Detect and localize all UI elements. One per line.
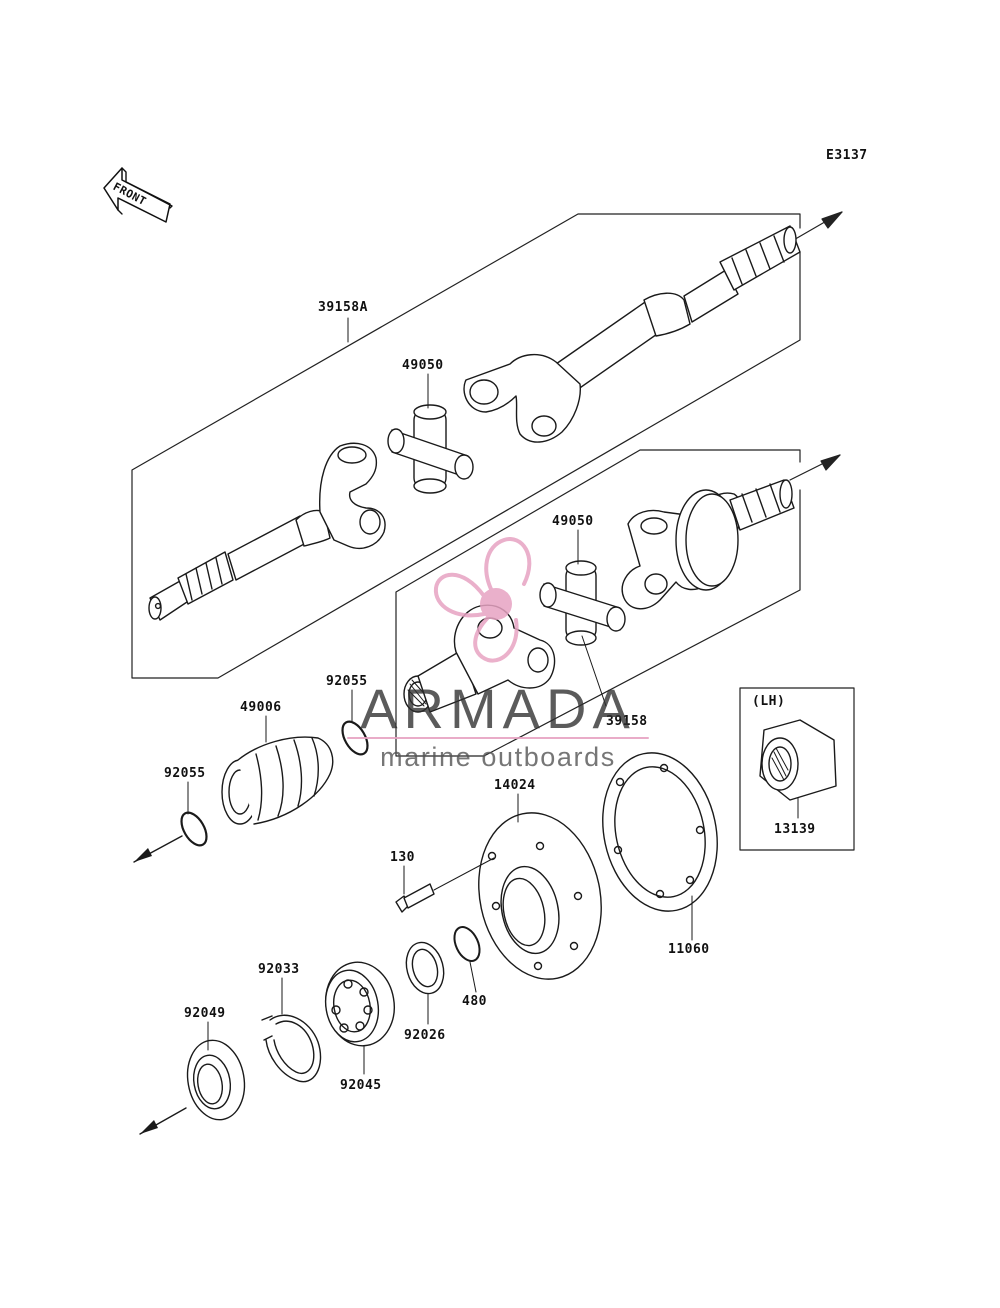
part-label-14024: 14024 [494, 778, 536, 793]
part-label-480: 480 [462, 994, 487, 1009]
part-label-39158: 39158 [606, 714, 648, 729]
boot-49006 [221, 736, 334, 825]
part-label-92055-lower: 92055 [164, 766, 206, 781]
snap-ring-92033 [261, 1014, 322, 1083]
o-ring-92055-upper [341, 720, 369, 756]
oil-seal-92049 [186, 1039, 246, 1121]
bearing-92045 [324, 961, 395, 1047]
gasket-11060 [602, 752, 718, 912]
washer-92026 [405, 941, 445, 995]
part-label-11060: 11060 [668, 942, 710, 957]
inset-label-lh: (LH) [752, 694, 786, 709]
o-ring-92055-lower [180, 811, 208, 847]
housing-14024 [478, 812, 602, 980]
shaft-assembly-outline-39158 [395, 449, 841, 757]
part-label-92055-upper: 92055 [326, 674, 368, 689]
part-label-130: 130 [390, 850, 415, 865]
watermark-propeller-icon [433, 537, 532, 663]
part-label-39158a: 39158A [318, 300, 368, 315]
part-label-92045: 92045 [340, 1078, 382, 1093]
leader-lines [187, 317, 799, 1075]
part-label-49050-lower: 49050 [552, 514, 594, 529]
circlip-480 [453, 926, 481, 962]
inset-box-lh [739, 687, 855, 851]
part-label-49050-upper: 49050 [402, 358, 444, 373]
universal-joint-49050-lower [539, 560, 626, 646]
universal-joint-49050-upper [387, 404, 474, 494]
watermark-brand: ARMADA [360, 677, 636, 740]
part-label-92033: 92033 [258, 962, 300, 977]
drive-shaft-39158a [148, 225, 801, 621]
watermark-tagline: marine outboards [380, 742, 616, 772]
part-label-49006: 49006 [240, 700, 282, 715]
diagram-code: E3137 [826, 148, 868, 163]
part-label-13139: 13139 [774, 822, 816, 837]
bolt-130 [395, 857, 495, 913]
part-label-92049: 92049 [184, 1006, 226, 1021]
front-arrow-icon [103, 167, 173, 223]
part-label-92026: 92026 [404, 1028, 446, 1043]
